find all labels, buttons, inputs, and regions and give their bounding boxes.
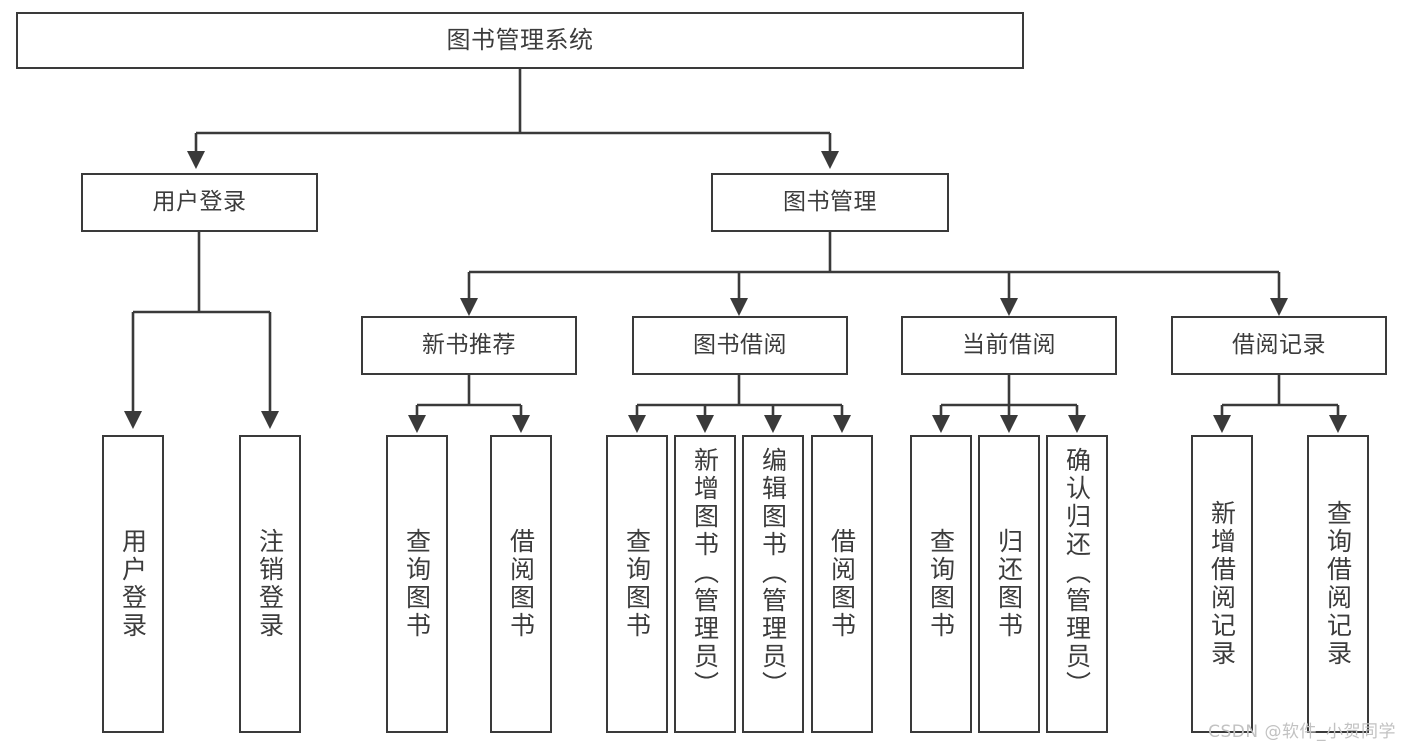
node-leaf-add-record-label: 新增借阅记录 — [1207, 500, 1237, 668]
node-leaf-borrow-book-1[interactable]: 借阅图书 — [490, 435, 552, 733]
node-book-borrow-label: 图书借阅 — [693, 332, 787, 359]
csdn-watermark: CSDN @软件_小贺同学 — [1208, 722, 1396, 742]
node-leaf-add-book-label: 新增图书（管理员） — [690, 447, 720, 699]
node-leaf-logout[interactable]: 注销登录 — [239, 435, 301, 733]
node-leaf-return-book-label: 归还图书 — [994, 528, 1024, 640]
node-leaf-confirm-return[interactable]: 确认归还（管理员） — [1046, 435, 1108, 733]
node-user-login-label: 用户登录 — [152, 189, 247, 216]
node-leaf-query-book-1-label: 查询图书 — [402, 528, 432, 640]
node-leaf-query-record-label: 查询借阅记录 — [1323, 500, 1353, 668]
node-current-borrow-label: 当前借阅 — [962, 332, 1056, 359]
node-leaf-return-book[interactable]: 归还图书 — [978, 435, 1040, 733]
node-leaf-borrow-book-2[interactable]: 借阅图书 — [811, 435, 873, 733]
node-leaf-borrow-book-2-label: 借阅图书 — [827, 528, 857, 640]
node-leaf-user-login[interactable]: 用户登录 — [102, 435, 164, 733]
node-book-borrow[interactable]: 图书借阅 — [632, 316, 848, 375]
node-new-book-rec[interactable]: 新书推荐 — [361, 316, 577, 375]
node-borrow-record-label: 借阅记录 — [1232, 332, 1326, 359]
node-leaf-query-book-2-label: 查询图书 — [622, 528, 652, 640]
node-leaf-edit-book-label: 编辑图书（管理员） — [758, 447, 788, 699]
node-leaf-query-book-2[interactable]: 查询图书 — [606, 435, 668, 733]
node-user-login[interactable]: 用户登录 — [81, 173, 318, 232]
node-borrow-record[interactable]: 借阅记录 — [1171, 316, 1387, 375]
node-root-label: 图书管理系统 — [446, 25, 594, 54]
node-leaf-query-book-3[interactable]: 查询图书 — [910, 435, 972, 733]
node-root[interactable]: 图书管理系统 — [16, 12, 1024, 69]
node-book-manage-label: 图书管理 — [783, 189, 877, 216]
node-leaf-logout-label: 注销登录 — [255, 528, 285, 640]
node-leaf-borrow-book-1-label: 借阅图书 — [506, 528, 536, 640]
node-leaf-edit-book[interactable]: 编辑图书（管理员） — [742, 435, 804, 733]
node-leaf-add-record[interactable]: 新增借阅记录 — [1191, 435, 1253, 733]
node-leaf-query-record[interactable]: 查询借阅记录 — [1307, 435, 1369, 733]
node-leaf-add-book[interactable]: 新增图书（管理员） — [674, 435, 736, 733]
node-new-book-rec-label: 新书推荐 — [422, 332, 516, 359]
node-current-borrow[interactable]: 当前借阅 — [901, 316, 1117, 375]
node-book-manage[interactable]: 图书管理 — [711, 173, 949, 232]
node-leaf-confirm-return-label: 确认归还（管理员） — [1062, 447, 1092, 699]
node-leaf-query-book-3-label: 查询图书 — [926, 528, 956, 640]
node-leaf-user-login-label: 用户登录 — [118, 528, 148, 640]
node-leaf-query-book-1[interactable]: 查询图书 — [386, 435, 448, 733]
